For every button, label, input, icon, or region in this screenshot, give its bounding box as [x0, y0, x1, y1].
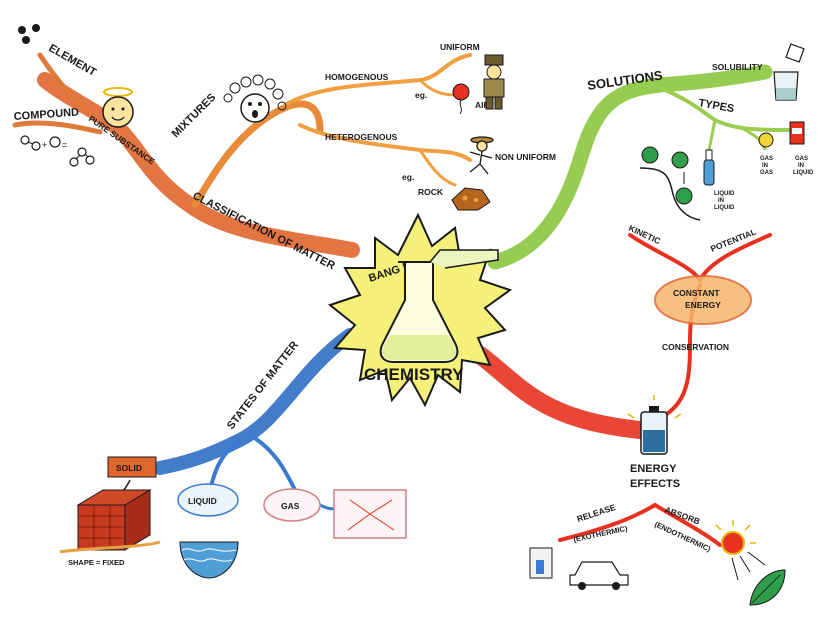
mixtures-label: MIXTURES — [170, 91, 219, 140]
states-branch — [153, 328, 357, 475]
battery-icon — [627, 395, 682, 455]
release-label: RELEASE — [576, 502, 618, 524]
sun-rays-arrows — [731, 551, 766, 581]
rock-label: ROCK — [418, 187, 444, 197]
compound-label: COMPOUND — [13, 106, 79, 123]
car-icon — [569, 561, 629, 590]
svg-text:=: = — [62, 140, 67, 150]
gas-label: GAS — [281, 501, 300, 511]
type-item-1: LIQUID IN LIQUID — [714, 191, 735, 211]
brick-cube-icon — [59, 489, 161, 554]
solid-box — [107, 456, 157, 478]
svg-text:GAS: GAS — [795, 156, 808, 162]
non-uniform-label: NON UNIFORM — [495, 152, 556, 162]
gas-cloud — [263, 488, 321, 522]
energy-effects-line2: EFFECTS — [630, 478, 680, 490]
svg-text:LIQUID: LIQUID — [714, 191, 735, 197]
svg-text:GAS: GAS — [760, 156, 773, 162]
eg-air-label: eg. — [415, 90, 427, 100]
rock-icon — [451, 187, 491, 211]
liquid-cloud — [177, 483, 239, 517]
heterogenous-eg-branch — [418, 148, 457, 187]
svg-text:+: + — [42, 140, 47, 150]
release-branch — [558, 503, 657, 542]
uniform-label: UNIFORM — [440, 42, 480, 52]
type-item-3: GAS IN LIQUID — [793, 156, 814, 176]
bubble-head-icon — [223, 74, 287, 123]
compound-branch — [12, 120, 103, 135]
absorb-branch — [653, 503, 722, 547]
endothermic-label: (ENDOTHERMIC) — [653, 520, 712, 554]
classification-label: CLASSIFICATION OF MATTER — [191, 190, 337, 272]
solutions-branch — [487, 64, 773, 270]
type-item-2: GAS IN GAS — [760, 156, 773, 176]
potential-branch — [698, 233, 772, 282]
mixtures-branch — [191, 100, 324, 209]
heterogenous-branch — [298, 123, 472, 162]
water-bowl-icon — [179, 541, 239, 579]
kinetic-branch — [628, 233, 702, 282]
halo-face-icon — [102, 87, 134, 128]
conservation-label: CONSERVATION — [662, 342, 729, 352]
solubility-label: SOLUBILITY — [712, 62, 763, 72]
element-branch — [37, 52, 98, 123]
tube-gas-icon — [758, 132, 774, 148]
classification-branch — [37, 72, 360, 258]
energy-scribble — [654, 275, 752, 325]
can-icon — [789, 121, 805, 145]
beaker-icon — [773, 43, 805, 101]
eg-rock-label: eg. — [402, 172, 414, 182]
flask-icon — [379, 249, 499, 363]
energy-effects-line1: ENERGY — [630, 463, 677, 475]
shape-fixed-label: SHAPE = FIXED — [68, 558, 125, 567]
solid-label: SOLID — [116, 463, 142, 473]
svg-text:GAS: GAS — [760, 170, 773, 176]
constant-energy-line1: CONSTANT — [673, 288, 720, 298]
gas-branch — [248, 433, 297, 492]
ball-ramp-icon — [639, 146, 701, 221]
types-sub-2 — [739, 125, 767, 151]
homogenous-label: HOMOGENOUS — [325, 72, 389, 82]
leaf-icon — [749, 569, 786, 606]
energy-branch — [471, 346, 649, 439]
gas-box-icon — [333, 489, 407, 539]
molecule-icon: + = — [20, 135, 95, 167]
heterogenous-label: HETEROGENOUS — [325, 132, 398, 142]
tube-liquid-icon — [703, 149, 715, 186]
homogenous-eg-branch — [418, 78, 457, 97]
constant-energy-line2: ENERGY — [685, 300, 721, 310]
svg-text:LIQUID: LIQUID — [714, 205, 735, 211]
sun-icon — [715, 520, 756, 555]
dots-icon — [18, 24, 40, 44]
chemistry-title: CHEMISTRY — [364, 365, 464, 384]
svg-text:IN: IN — [762, 163, 768, 169]
homogenous-branch — [283, 53, 472, 107]
running-man-icon — [469, 136, 494, 175]
air-label: AIR — [475, 100, 490, 110]
svg-text:LIQUID: LIQUID — [793, 170, 814, 176]
soldier-icon — [483, 54, 505, 110]
svg-text:IN: IN — [798, 163, 804, 169]
potential-label: POTENTIAL — [709, 227, 757, 254]
liquid-label: LIQUID — [188, 496, 217, 506]
svg-text:IN: IN — [718, 198, 724, 204]
balloon-icon — [452, 83, 470, 115]
fuel-pump-icon — [529, 547, 553, 579]
